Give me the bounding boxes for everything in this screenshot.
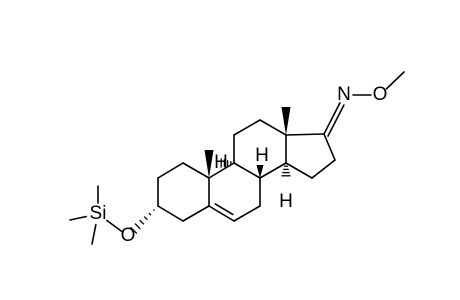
- bond-c8-c9: [233, 162, 261, 179]
- bond-o-si: [106, 219, 123, 233]
- bond-c14-c15: [285, 162, 313, 179]
- bond-c12-c13: [259, 119, 287, 136]
- atom-h-c8: H: [255, 145, 269, 166]
- bond-c15-c16: [311, 159, 336, 179]
- atom-n: N: [337, 84, 351, 105]
- methyl-c18-wedge: [281, 107, 291, 135]
- atom-si: Si: [90, 203, 107, 224]
- bond-c5-c6-double: [214, 203, 234, 216]
- bond-c17-n-double: [327, 104, 345, 137]
- bond-c9-c10: [208, 162, 235, 179]
- bond-c3-o-hashed: [130, 209, 155, 234]
- atom-h-c14: H: [279, 191, 293, 212]
- bond-si-methyl-3: [91, 223, 97, 245]
- h-c9-hashed: [220, 158, 232, 168]
- bond-si-methyl-1: [69, 215, 88, 221]
- bond-c5-c6: [208, 205, 235, 222]
- bond-c6-c7: [233, 205, 261, 222]
- h-c14-hashed: [281, 165, 291, 177]
- bond-c17-n: [323, 102, 341, 135]
- bond-c17-c13: [285, 133, 325, 136]
- bond-c10-c1: [182, 162, 210, 179]
- bond-c1-c2: [157, 162, 184, 179]
- atom-o-ether: O: [121, 225, 136, 246]
- bond-c3-c4: [157, 205, 184, 222]
- bond-c14-c8: [259, 162, 287, 179]
- bond-o-methyl: [385, 71, 405, 90]
- h-c8-wedge: [256, 165, 264, 178]
- bond-c11-c12: [233, 119, 261, 136]
- atom-h-c9: H: [214, 152, 228, 173]
- bond-c16-c17: [323, 133, 336, 161]
- atom-o-oxime: O: [373, 84, 388, 105]
- methyl-c19-wedge: [204, 150, 214, 178]
- bond-c4-c5: [182, 205, 210, 222]
